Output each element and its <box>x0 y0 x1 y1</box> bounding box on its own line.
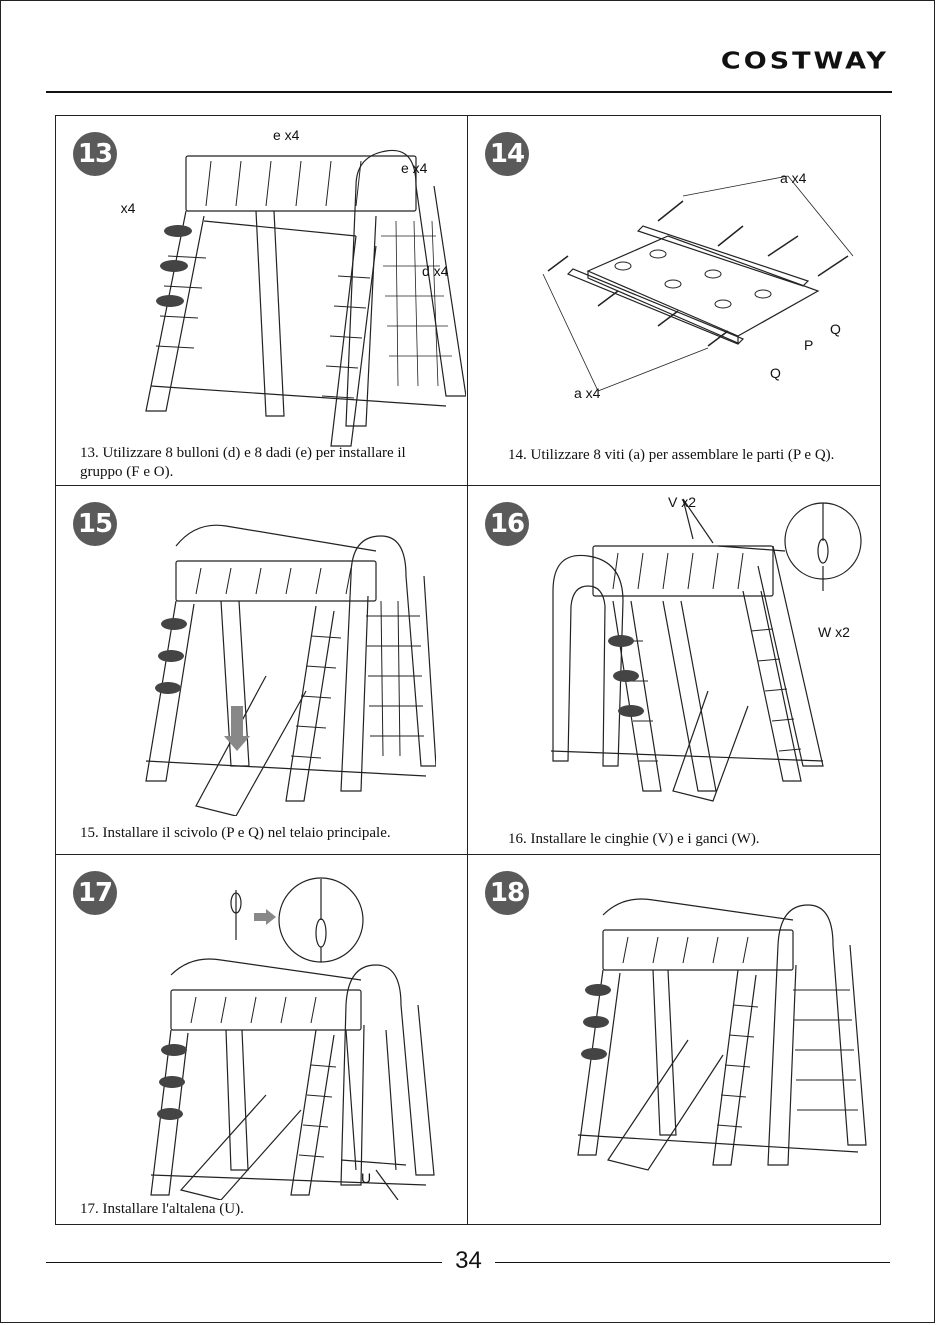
step-number-badge: 17 <box>73 871 117 915</box>
step-17-panel: 17 <box>56 855 468 1224</box>
step-16-panel: 16 <box>468 486 880 855</box>
step-number-badge: 13 <box>73 132 117 176</box>
label-p: P <box>804 337 813 353</box>
footer-rule-right <box>495 1262 890 1263</box>
label-e-right: e x4 <box>401 160 428 176</box>
step-number-badge: 15 <box>73 502 117 546</box>
step-number-badge: 16 <box>485 502 529 546</box>
step-13-caption: 13. Utilizzare 8 bulloni (d) e 8 dadi (e… <box>80 445 406 480</box>
label-w: W x2 <box>818 624 850 640</box>
label-a-top: a x4 <box>780 170 807 186</box>
step-16-illustration: V x2 W x2 <box>550 494 862 802</box>
step-14-illustration: a x4 Q P Q a x4 <box>542 170 854 401</box>
label-q-lower: Q <box>770 365 781 381</box>
label-d-right: d x4 <box>422 263 449 279</box>
step-13-illustration: e x4 e x4 d x4 d x4 <box>116 127 466 447</box>
label-e-top: e x4 <box>273 127 300 143</box>
costway-logo: COSTWAY <box>720 48 889 75</box>
step-16-caption: 16. Installare le cinghie (V) e i ganci … <box>508 831 760 847</box>
step-18-panel: 18 <box>468 855 880 1224</box>
step-number-badge: 14 <box>485 132 529 176</box>
label-v: V x2 <box>668 494 696 510</box>
instruction-grid: 13 <box>55 115 881 1225</box>
label-a-bottom: a x4 <box>574 385 601 401</box>
label-q-upper: Q <box>830 321 841 337</box>
header-rule <box>46 91 892 93</box>
step-13-panel: 13 <box>56 116 468 486</box>
page-number: 34 <box>455 1247 482 1274</box>
label-d-left: d x4 <box>116 200 136 216</box>
step-17-illustration: U <box>150 877 435 1200</box>
step-15-caption: 15. Installare il scivolo (P e Q) nel te… <box>80 825 391 841</box>
step-17-caption: 17. Installare l'altalena (U). <box>80 1201 244 1217</box>
step-15-illustration <box>145 524 436 816</box>
step-15-panel: 15 <box>56 486 468 855</box>
label-u: U <box>361 1170 371 1186</box>
step-number-badge: 18 <box>485 871 529 915</box>
footer-rule-left <box>46 1262 442 1263</box>
step-14-caption: 14. Utilizzare 8 viti (a) per assemblare… <box>508 447 835 463</box>
step-18-illustration <box>577 898 867 1171</box>
step-14-panel: 14 a x4 Q <box>468 116 880 486</box>
